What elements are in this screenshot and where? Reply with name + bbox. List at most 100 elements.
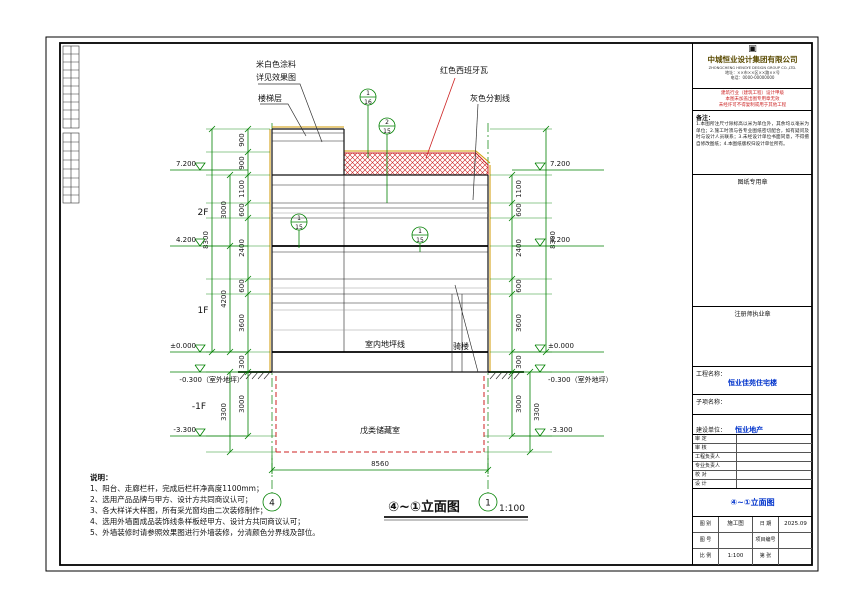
dim-label: 3300	[220, 403, 228, 421]
dimension-lines	[211, 129, 547, 474]
dim-label-overall: 8300	[202, 231, 210, 249]
general-notes: 说明： 1、阳台、走廊栏杆，完成后栏杆净高度1100mm； 2、选用产品品牌与甲…	[90, 472, 340, 538]
drawing-name-field: ④~①立面图	[693, 489, 812, 517]
elevation-markers-left: 7.200 4.200 ±0.000 -0.300（室外地坪） -3.300 2…	[170, 160, 248, 437]
level-label: -3.300	[173, 426, 196, 434]
facade-accent-lines	[269, 126, 491, 372]
callout-leader	[291, 221, 307, 248]
dim-label: 600	[515, 279, 523, 292]
dim-label: 1100	[515, 180, 523, 198]
callout-leader	[360, 96, 376, 158]
indoor-floor-label: 室内地坪线	[365, 339, 405, 349]
sheet-border	[45, 36, 819, 572]
dimension-ticks	[208, 125, 550, 474]
page-label: 第 张	[753, 549, 779, 565]
company-name-en: ZHONGCHENG HENGYE DESIGN GROUP CO.,LTD.	[708, 65, 797, 70]
callout-sheet: 15	[416, 237, 424, 244]
drawing-stamp-label: 图纸专用章	[737, 179, 768, 186]
stair-floor-label: 楼梯层	[258, 93, 282, 103]
dim-label: 3600	[238, 314, 246, 332]
sheet-info-row: 比 例 1:100 第 张	[693, 549, 812, 565]
level-label: -0.300（室外地坪）	[179, 375, 244, 384]
revision-table-1-grid	[63, 46, 79, 128]
note-item: 4、选用外墙面成品装饰线条样板经甲方、设计方共同商议认可；	[90, 517, 305, 526]
sheet-scale: 1:100	[499, 504, 525, 514]
callout-sheet: 15	[383, 128, 391, 135]
project-number-label: 项目编号	[753, 533, 779, 548]
red-line: 未经许可不得复制或用于其他工程	[718, 103, 787, 108]
personnel-row: 审 定	[693, 435, 812, 444]
certificate-stamp-text: 建筑行业（建筑工程）设计甲级 本图未加盖出图专用章无效 未经许可不得复制或用于其…	[693, 89, 812, 111]
company-phone: 电话：0000-00000000	[730, 75, 775, 80]
personnel-row: 工程负责人	[693, 453, 812, 462]
callout-number: 2	[385, 119, 389, 126]
remark-text: 1.本图所注尺寸除标高以米为单位外，其余均以毫米为单位；2.施工时须与各专业图纸…	[696, 122, 809, 147]
personnel-row: 设 计	[693, 480, 812, 488]
dim-label: 900	[238, 156, 246, 169]
project-name-field: 工程名称： 恒业佳苑住宅楼	[693, 367, 812, 395]
dim-label: 3000	[238, 395, 246, 413]
subproject-label: 子项名称：	[696, 399, 727, 406]
dim-label: 3600	[515, 314, 523, 332]
personnel-role: 审 定	[693, 435, 737, 443]
company-name: 中城恒业设计集团有限公司	[707, 55, 798, 64]
dim-label: 1100	[238, 180, 246, 198]
sheet-title-area: 4 1 ④~①立面图 1:100	[262, 492, 528, 521]
level-symbols-left	[170, 162, 248, 437]
scale-label: 比 例	[693, 549, 719, 565]
gray-divider-leader	[472, 103, 479, 201]
personnel-signature	[737, 480, 812, 488]
registration-stamp-label: 注册师执业章	[734, 311, 771, 318]
level-label: ±0.000	[170, 342, 196, 350]
red-tile-roof-band	[343, 152, 489, 176]
grid-bubble-left-number: 4	[269, 499, 275, 509]
red-tile-leader	[425, 77, 456, 159]
personnel-signature	[737, 435, 812, 443]
notes-title: 说明：	[90, 473, 113, 482]
red-line: 建筑行业（建筑工程）设计甲级	[721, 91, 784, 96]
subproject-field: 子项名称：	[693, 395, 812, 415]
personnel-row: 校 对	[693, 471, 812, 480]
personnel-role: 专业负责人	[693, 462, 737, 470]
type-label: 图 别	[693, 517, 719, 532]
remark-section: 备注： 1.本图所注尺寸除标高以米为单位外，其余均以毫米为单位；2.施工时须与各…	[693, 111, 812, 175]
note-item: 5、外墙装修时请参照效果图进行外墙装修，分清颜色分界线及部位。	[90, 528, 320, 537]
paint-label-line1: 米白色涂料	[256, 59, 296, 69]
callout-number: 1	[418, 228, 422, 235]
dim-label: 3000	[515, 395, 523, 413]
level-label: 4.200	[550, 236, 570, 244]
scale-value: 1:100	[719, 549, 753, 565]
dimensions: 900 900 1100 600 2400 600 3600 300 3000 …	[202, 125, 557, 474]
company-address: 地址：××市××区××路××号	[725, 70, 780, 75]
ground-hatch	[239, 371, 521, 380]
project-number-value	[779, 533, 812, 548]
detail-callouts: 1 16 2 15 1 15 1 15	[290, 88, 429, 252]
note-item: 3、各大样详大样图，所有采光窗均由二次装修制作；	[90, 506, 268, 515]
axis-lines	[271, 123, 489, 493]
project-name-label: 工程名称：	[696, 371, 727, 378]
personnel-table: 审 定 审 核 工程负责人 专业负责人 校 对 设 计	[693, 435, 812, 489]
dim-label-width: 8560	[371, 460, 389, 468]
personnel-signature	[737, 462, 812, 470]
callout-leader	[379, 125, 395, 203]
note-item: 1、阳台、走廊栏杆，完成后栏杆净高度1100mm；	[90, 484, 264, 493]
dim-label: 900	[238, 133, 246, 146]
callout-leader	[412, 234, 428, 252]
material-annotations: 米白色涂料 详见效果图 楼梯层 红色西班牙瓦 灰色分割线	[256, 59, 510, 201]
dim-label: 600	[238, 203, 246, 216]
client-field: 建设单位： 恒业地产	[693, 415, 812, 435]
grid-axes	[271, 123, 489, 493]
level-symbols-right	[512, 162, 604, 437]
personnel-signature	[737, 444, 812, 452]
callout-number: 1	[366, 90, 370, 97]
red-line: 本图未加盖出图专用章无效	[725, 97, 780, 102]
callout-number: 1	[297, 215, 301, 222]
stair-leader	[260, 103, 307, 137]
red-tile-label: 红色西班牙瓦	[440, 65, 488, 75]
registration-stamp-area: 注册师执业章	[693, 307, 812, 367]
date-value: 2025.09	[784, 521, 807, 527]
outer-border	[45, 36, 819, 572]
dim-label: 3300	[533, 403, 541, 421]
